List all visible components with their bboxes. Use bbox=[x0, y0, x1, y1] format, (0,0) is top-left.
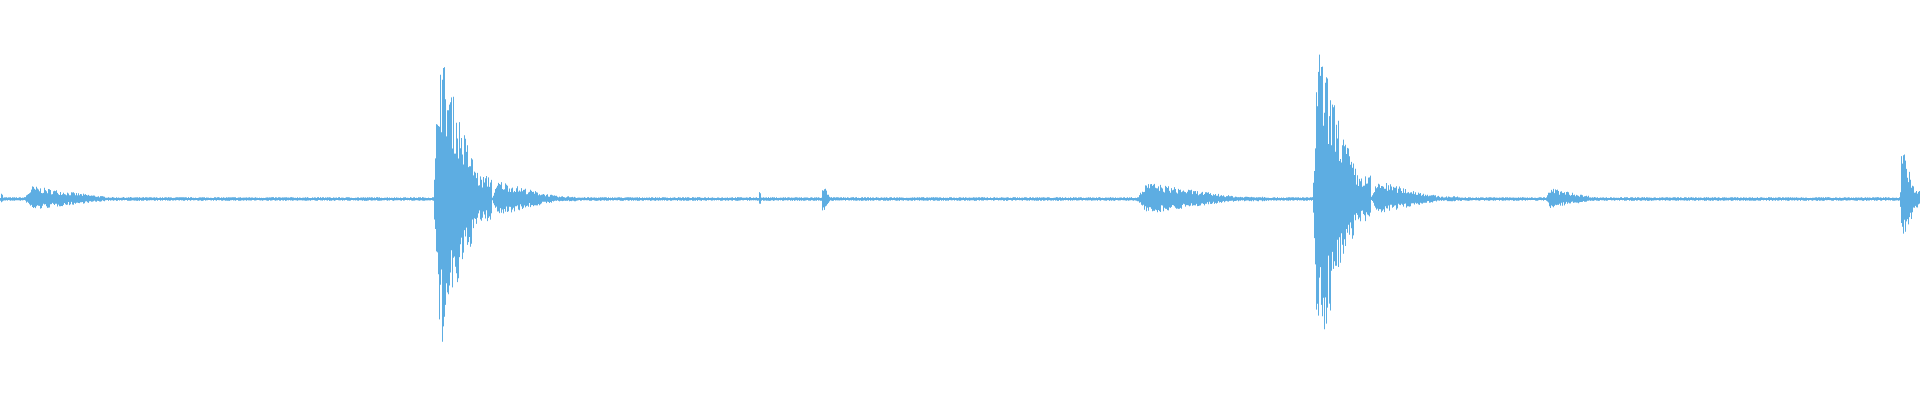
waveform-columns bbox=[0, 54, 1920, 342]
waveform-signal bbox=[0, 54, 1920, 342]
